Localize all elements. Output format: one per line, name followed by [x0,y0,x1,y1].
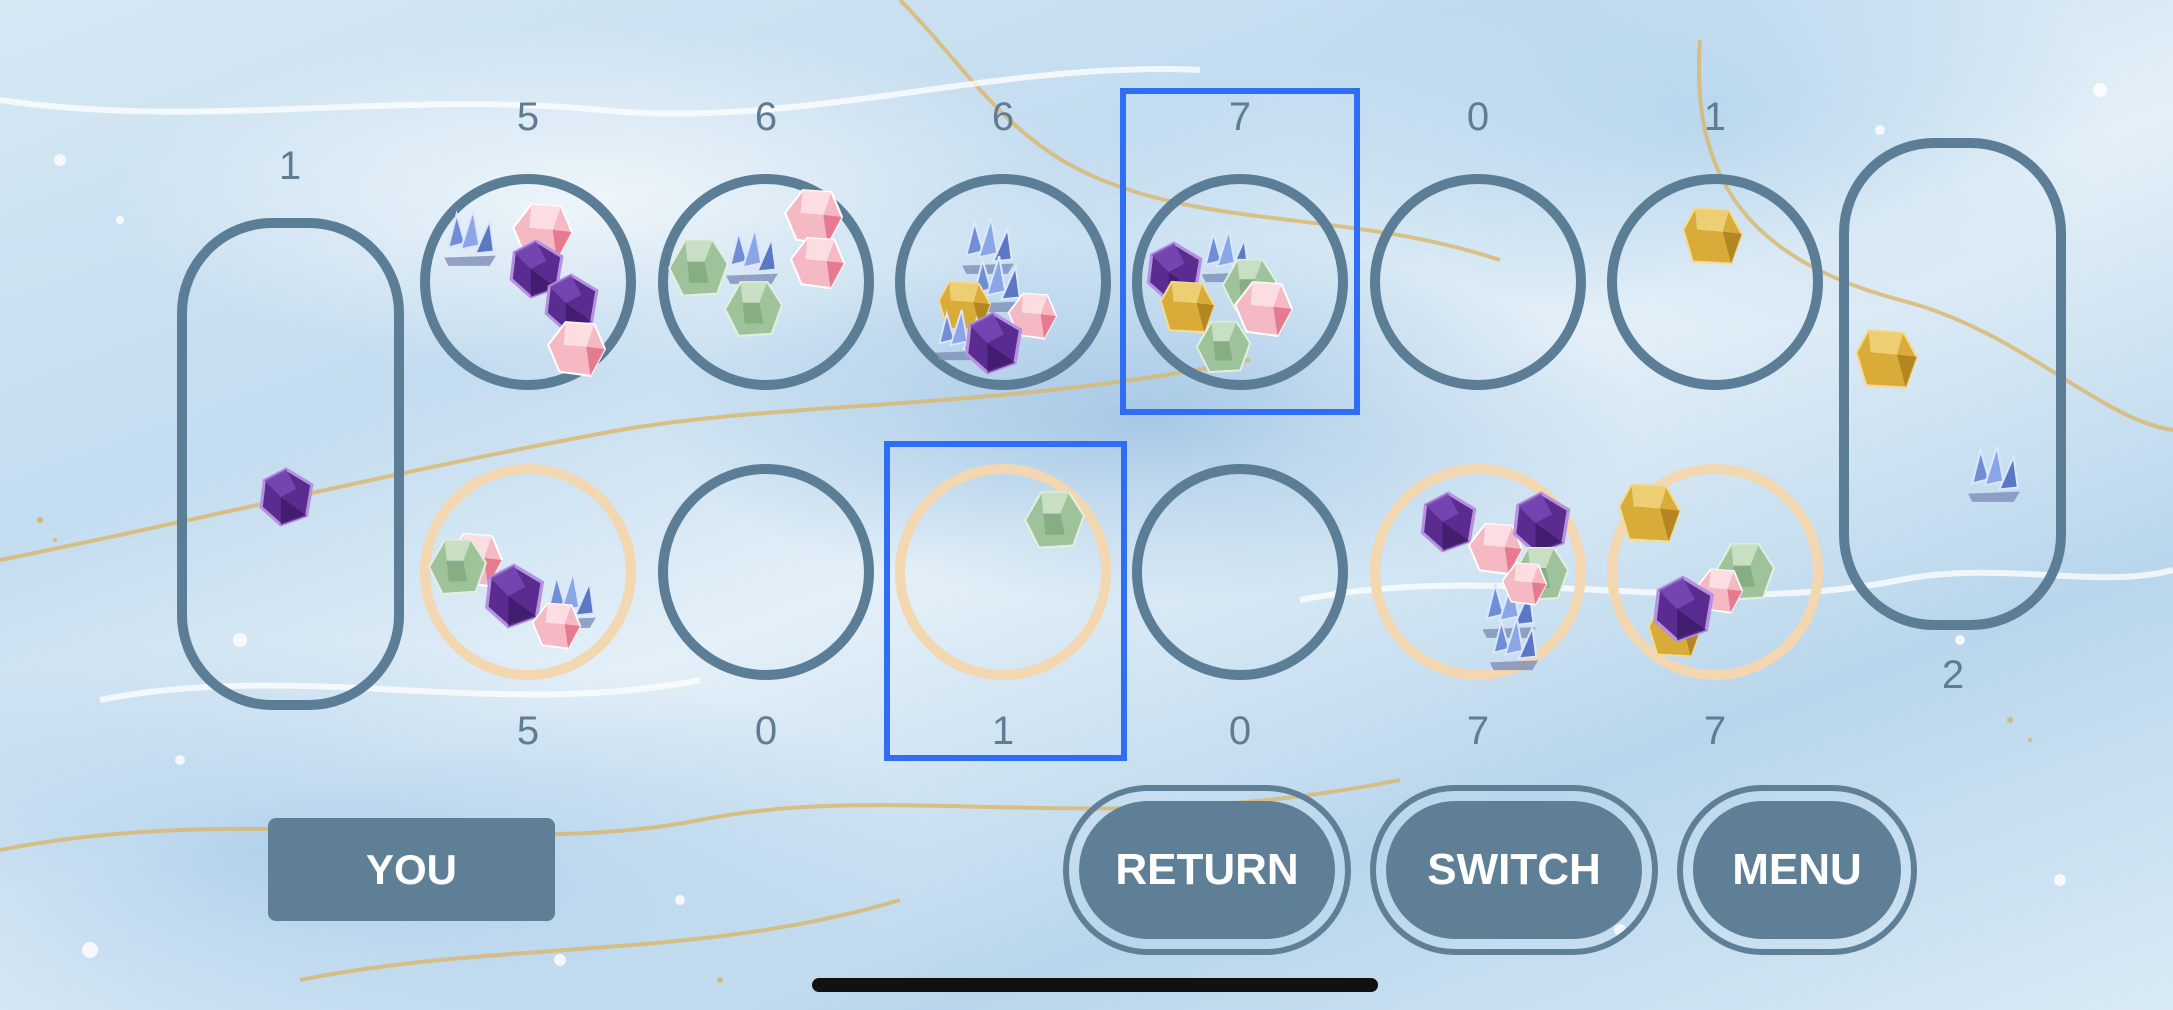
opponent-pit-count: 7 [1228,95,1252,139]
gem-blue-crystal [438,206,500,268]
opponent-pit-count: 0 [1466,95,1490,139]
left-store-count: 1 [278,144,302,188]
gem-green [1194,318,1252,376]
player-pit-count: 7 [1703,709,1727,753]
gem-green [722,278,784,340]
turn-indicator-button[interactable]: YOU [268,818,555,921]
gem-gold [1616,480,1682,546]
gem-blue-crystal [1484,614,1542,672]
gem-gold [1680,204,1744,268]
opponent-pit-count: 6 [991,95,1015,139]
player-last-move-highlight [884,441,1127,761]
player-pit-count: 0 [1228,709,1252,753]
home-indicator[interactable] [812,978,1378,992]
left-store [177,218,404,710]
player-pit-count: 0 [754,709,778,753]
right-store [1839,138,2066,630]
player-pit-5[interactable] [1370,464,1586,680]
gem-green [1022,488,1086,552]
gem-green [426,536,488,598]
player-pit-3[interactable] [895,464,1111,680]
player-pit-count: 5 [516,709,540,753]
opponent-pit-4[interactable] [1132,174,1348,390]
gem-pink [1500,560,1548,608]
opponent-pit-6[interactable] [1607,174,1823,390]
player-pit-6[interactable] [1607,464,1823,680]
player-pit-count: 1 [991,709,1015,753]
opponent-pit-count: 1 [1703,95,1727,139]
gem-purple [1648,574,1718,644]
opponent-pit-count: 6 [754,95,778,139]
return-button-label: RETURN [1079,801,1335,939]
opponent-pit-2[interactable] [658,174,874,390]
gem-pink [788,234,846,292]
player-pit-1[interactable] [420,464,636,680]
gem-blue-crystal [720,224,782,286]
menu-button[interactable]: MENU [1677,785,1917,955]
opponent-pit-3[interactable] [895,174,1111,390]
gem-pink [545,318,607,380]
opponent-pit-count: 5 [516,95,540,139]
player-pit-4[interactable] [1132,464,1348,680]
opponent-pit-5[interactable] [1370,174,1586,390]
menu-button-label: MENU [1693,801,1901,939]
player-pit-2[interactable] [658,464,874,680]
switch-button[interactable]: SWITCH [1370,785,1658,955]
gem-purple [960,310,1026,376]
return-button[interactable]: RETURN [1063,785,1351,955]
gem-gold [1853,326,1919,392]
opponent-pit-1[interactable] [420,174,636,390]
switch-button-label: SWITCH [1386,801,1642,939]
right-store-count: 2 [1941,653,1965,697]
opponent-last-move-highlight [1120,88,1360,415]
player-pit-count: 7 [1466,709,1490,753]
gem-purple [255,466,317,528]
gem-pink [530,600,582,652]
gem-blue-crystal [1962,442,2024,504]
